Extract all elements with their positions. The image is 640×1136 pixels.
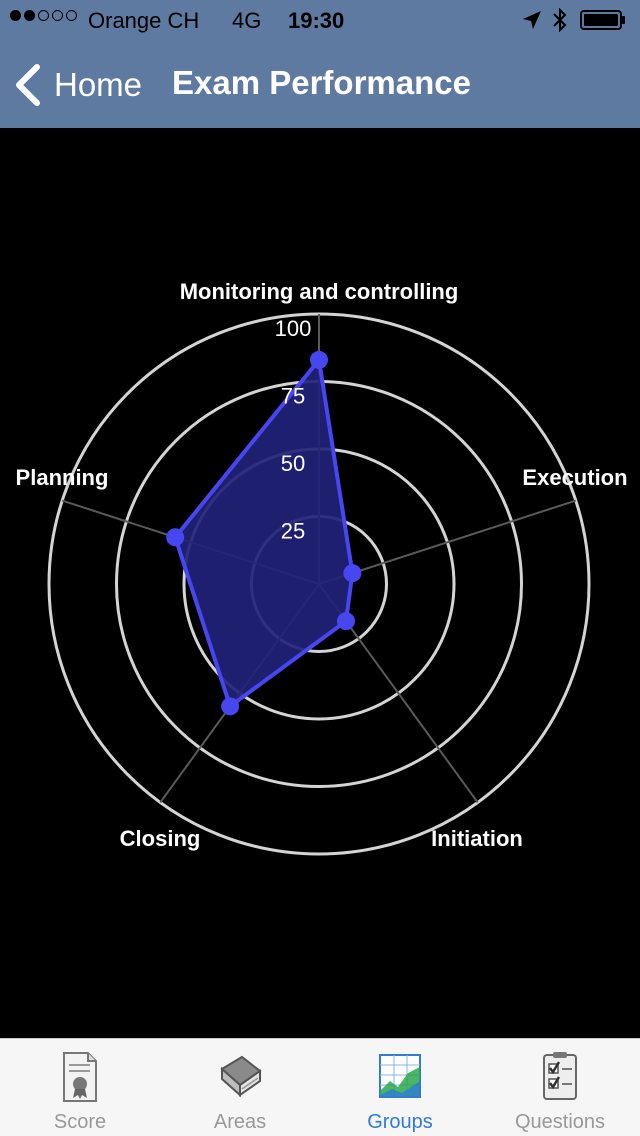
radar-ring-label: 50 (281, 451, 305, 476)
radar-data-point (166, 528, 185, 547)
radar-data-point (336, 612, 355, 631)
radar-axis-label: Planning (16, 465, 109, 490)
radar-spoke (318, 499, 577, 585)
location-arrow-icon (523, 11, 541, 29)
book-icon (220, 1055, 262, 1098)
radar-ring-label: 25 (281, 519, 305, 544)
radar-ring-label: 100 (275, 316, 312, 341)
radar-axis-label: Execution (522, 465, 627, 490)
radar-axis-label: Monitoring and controlling (180, 279, 459, 304)
top-bar: Orange CH 4G 19:30 Home Exam Performance (0, 0, 640, 128)
certificate-icon (63, 1052, 97, 1102)
navigation-bar: Home Exam Performance (0, 40, 640, 128)
tab-questions-label: Questions (514, 1111, 606, 1133)
tab-groups-label: Groups (367, 1111, 433, 1133)
checklist-icon (543, 1052, 577, 1100)
status-time: 19:30 (288, 8, 345, 33)
network-type: 4G (232, 8, 262, 33)
tab-score-label: Score (53, 1111, 107, 1133)
back-button-label: Home (54, 66, 143, 103)
radar-axis-label: Initiation (431, 826, 523, 851)
tab-areas[interactable]: Areas (160, 1039, 320, 1136)
status-bar: Orange CH 4G 19:30 (0, 0, 640, 40)
signal-strength-icon (10, 10, 77, 21)
tab-bar: Score Areas Groups (0, 1038, 640, 1136)
battery-icon (580, 10, 625, 30)
back-button[interactable]: Home (12, 60, 142, 110)
radar-data-point (343, 564, 362, 583)
tab-groups[interactable]: Groups (320, 1039, 480, 1136)
chevron-left-icon (16, 64, 40, 106)
page-title: Exam Performance (172, 64, 471, 101)
radar-axis-label: Closing (120, 826, 201, 851)
radar-data-point (221, 697, 240, 716)
carrier-name: Orange CH (88, 8, 200, 33)
radar-series-area (173, 357, 355, 709)
radar-ring-label: 75 (281, 384, 305, 409)
radar-data-point (310, 350, 328, 369)
tab-score[interactable]: Score (0, 1039, 160, 1136)
chart-icon (379, 1054, 421, 1098)
tab-questions[interactable]: Questions (480, 1039, 640, 1136)
radar-chart: 25 50 75 100 Monitoring and controllingExecu… (16, 279, 628, 856)
tab-areas-label: Areas (213, 1111, 267, 1133)
bluetooth-icon (553, 7, 567, 33)
